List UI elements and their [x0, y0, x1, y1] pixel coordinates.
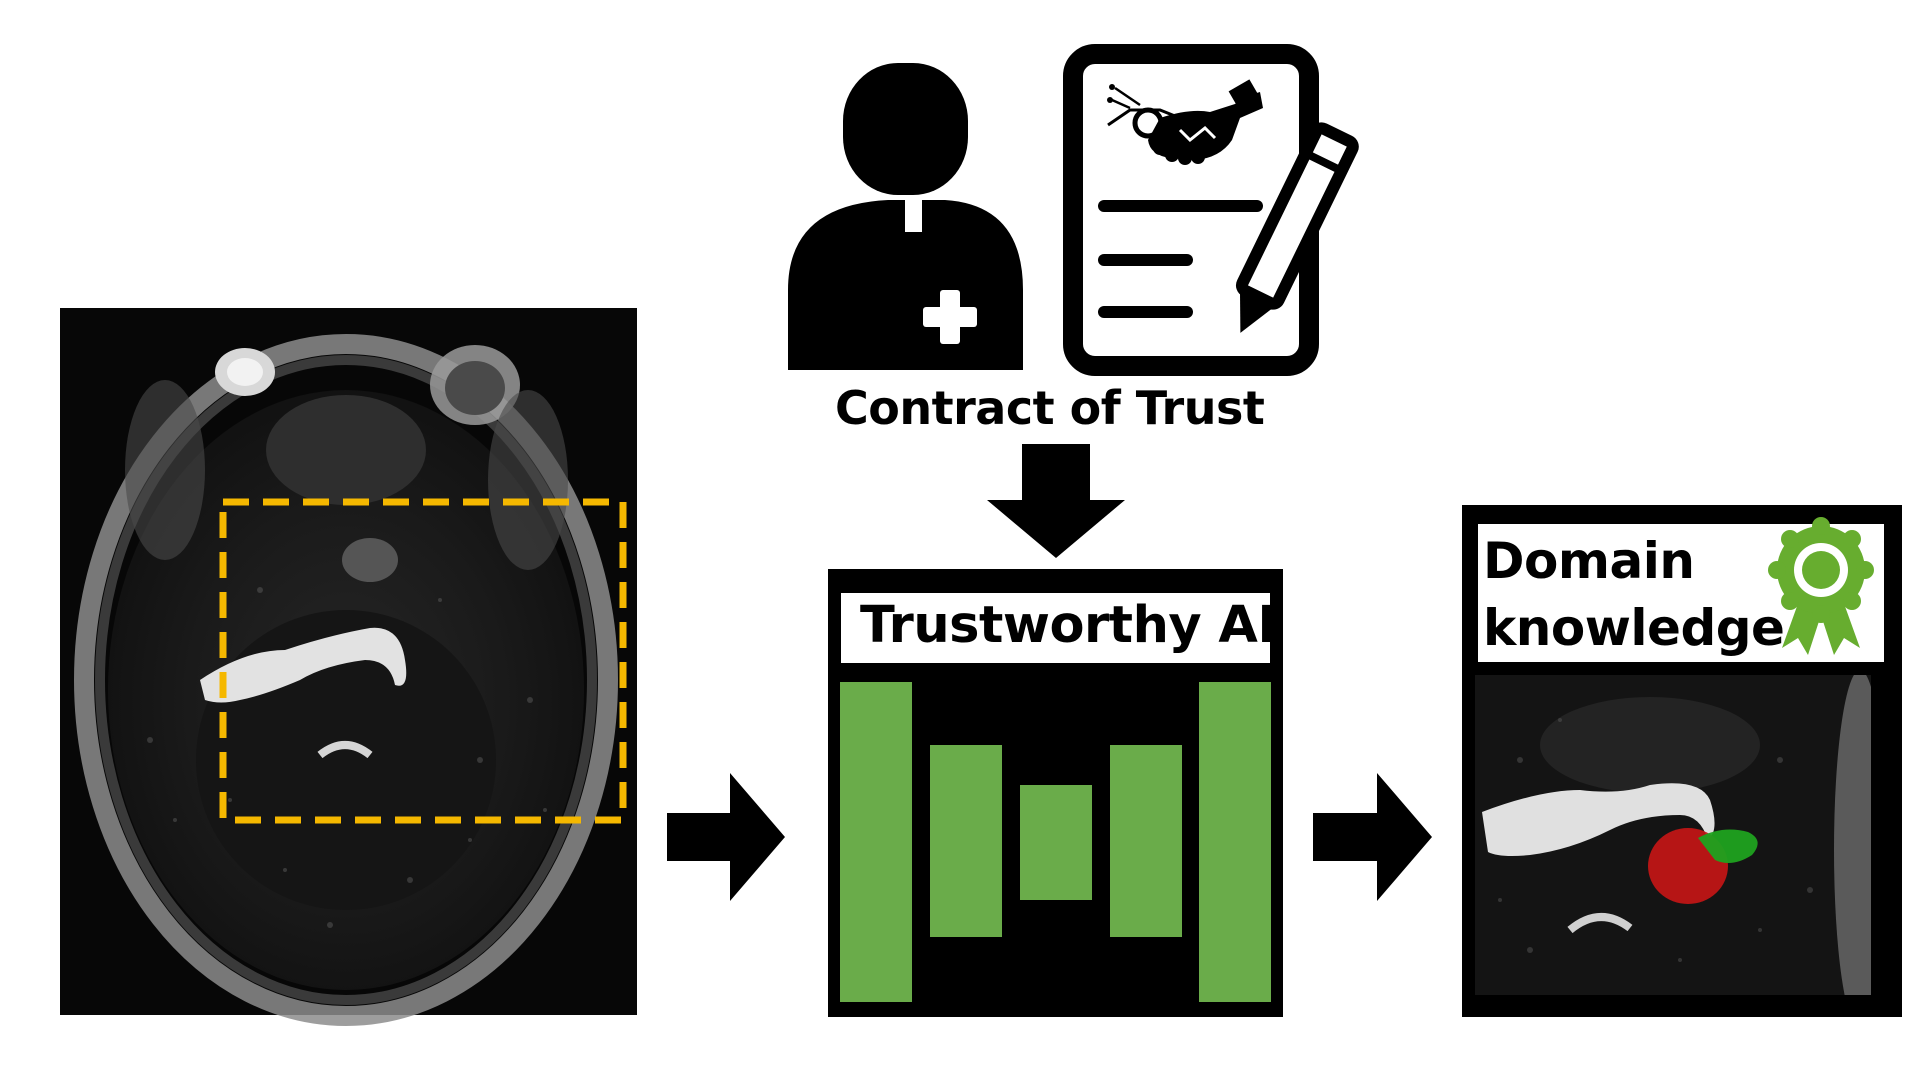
pencil-icon — [1235, 122, 1359, 333]
network-bar-1 — [840, 682, 912, 1002]
network-bar-2 — [930, 745, 1002, 937]
arrow-right-1 — [667, 773, 785, 901]
domain-knowledge-panel — [1462, 505, 1902, 1017]
doctor-icon — [788, 63, 1023, 370]
ai-title-box — [841, 593, 1270, 663]
crop-region-box — [219, 498, 627, 824]
network-bar-4 — [1110, 745, 1182, 937]
award-ribbon-icon — [1768, 517, 1874, 655]
segmented-mri-crop — [1475, 675, 1871, 995]
trustworthy-ai-panel — [828, 569, 1283, 1017]
domain-knowledge-label-line1: Domain — [1483, 532, 1695, 590]
arrow-right-2 — [1313, 773, 1432, 901]
medical-cross-icon — [923, 290, 977, 344]
arrow-down — [987, 444, 1125, 558]
network-bar-3 — [1020, 785, 1092, 900]
contract-of-trust-label: Contract of Trust — [835, 381, 1265, 435]
contract-document-icon — [1063, 44, 1359, 376]
domain-knowledge-label-line2: knowledge — [1483, 599, 1785, 657]
mri-input-scan — [60, 308, 637, 1026]
network-bar-5 — [1199, 682, 1271, 1002]
handshake-icon — [1107, 79, 1263, 165]
trustworthy-ai-label: Trustworthy AI — [860, 596, 1276, 655]
segmentation-green — [1698, 829, 1758, 864]
